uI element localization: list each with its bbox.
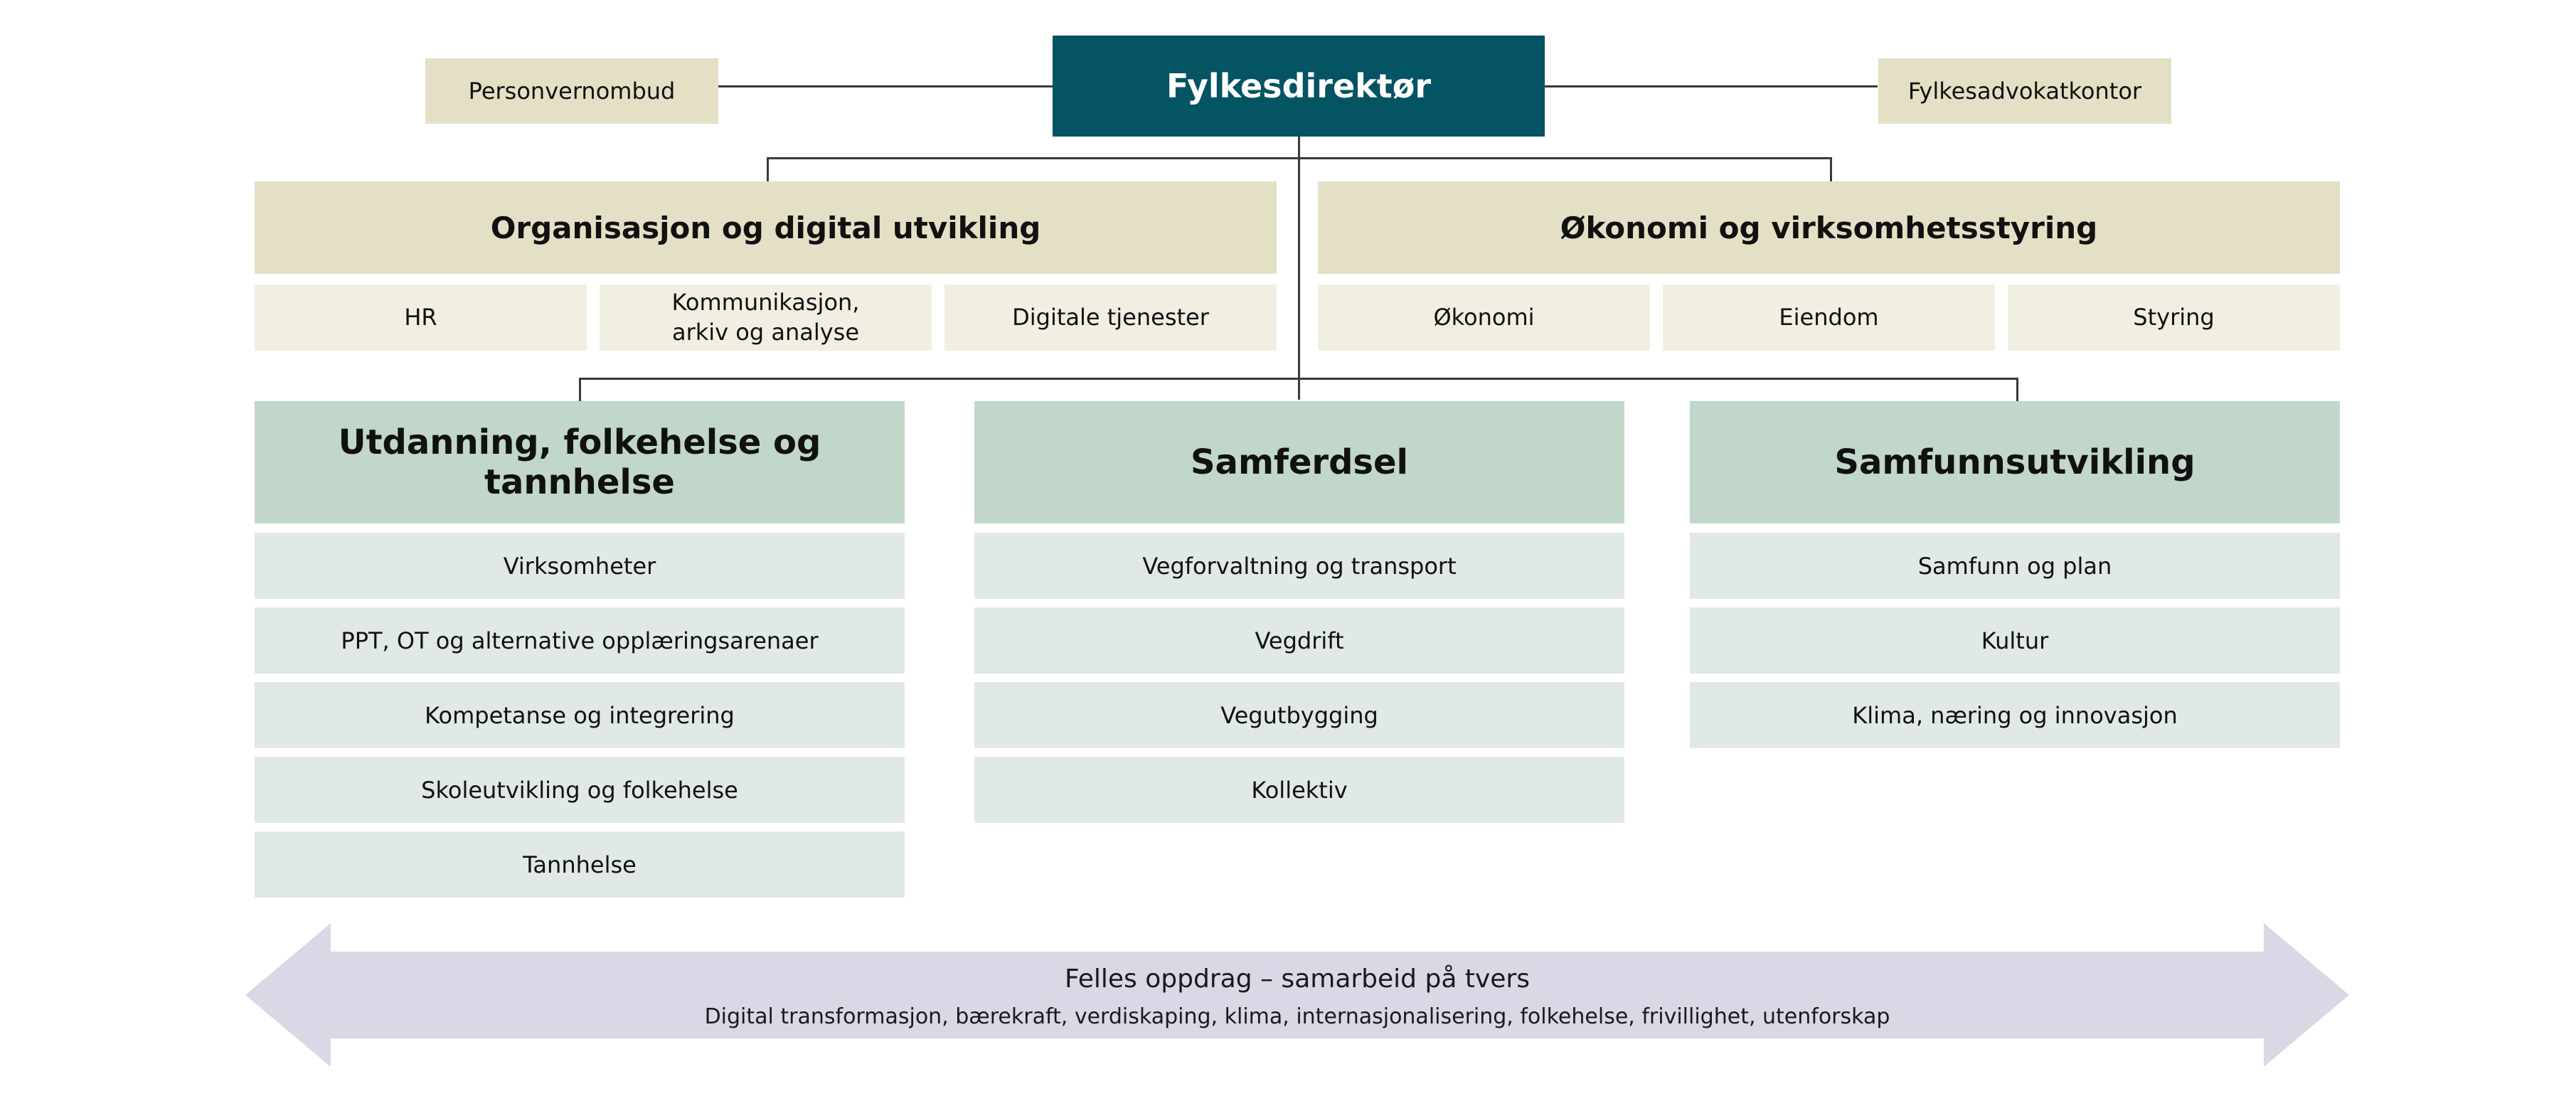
unit-sub-eiendom: Eiendom — [1663, 284, 1995, 351]
connector-dept-left-drop — [579, 378, 581, 401]
unit-sub-hr: HR — [255, 284, 587, 351]
dept-item: Tannhelse — [255, 831, 905, 898]
connector-unit-right-drop — [1830, 157, 1832, 181]
connector-dept-right-drop — [2016, 378, 2018, 401]
unit-sub-styring: Styring — [2008, 284, 2340, 351]
dept-item: Kollektiv — [974, 757, 1624, 823]
dept-item: Skoleutvikling og folkehelse — [255, 757, 905, 823]
dept-item: Vegutbygging — [974, 682, 1624, 748]
shared-mission-arrow: Felles oppdrag – samarbeid på tvers Digi… — [245, 923, 2349, 1067]
staff-box-fylkesadvokatkontor: Fylkesadvokatkontor — [1878, 58, 2171, 124]
shared-mission-subtitle: Digital transformasjon, bærekraft, verdi… — [704, 1004, 1890, 1029]
unit-sub-digitale-tjenester: Digitale tjenester — [944, 284, 1277, 351]
double-arrow-shape — [245, 923, 2349, 1067]
director-box: Fylkesdirektør — [1053, 36, 1545, 137]
dept-item: Klima, næring og innovasjon — [1690, 682, 2340, 748]
dept-item: Samfunn og plan — [1690, 533, 2340, 599]
shared-mission-title: Felles oppdrag – samarbeid på tvers — [1065, 964, 1530, 994]
dept-head-samferdsel: Samferdsel — [974, 401, 1624, 523]
dept-item: Virksomheter — [255, 533, 905, 599]
connector-units-horizontal — [767, 157, 1832, 159]
connector-staff-right — [1543, 85, 1878, 87]
unit-head-okonomi: Økonomi og virksomhetsstyring — [1318, 181, 2340, 274]
dept-item: Kultur — [1690, 607, 2340, 674]
dept-item: Vegdrift — [974, 607, 1624, 674]
dept-item: Kompetanse og integrering — [255, 682, 905, 748]
staff-box-personvernombud: Personvernombud — [425, 58, 718, 124]
unit-head-organisasjon: Organisasjon og digital utvikling — [255, 181, 1277, 274]
unit-sub-kommunikasjon: Kommunikasjon, arkiv og analyse — [600, 284, 932, 351]
dept-head-samfunnsutvikling: Samfunnsutvikling — [1690, 401, 2340, 523]
connector-unit-left-drop — [767, 157, 769, 181]
connector-staff-left — [718, 85, 1053, 87]
dept-head-utdanning: Utdanning, folkehelse og tannhelse — [255, 401, 905, 523]
dept-item: PPT, OT og alternative opplæringsarenaer — [255, 607, 905, 674]
connector-depts-horizontal — [579, 378, 2018, 380]
dept-item: Vegforvaltning og transport — [974, 533, 1624, 599]
unit-sub-okonomi: Økonomi — [1318, 284, 1650, 351]
connector-trunk — [1298, 137, 1300, 400]
